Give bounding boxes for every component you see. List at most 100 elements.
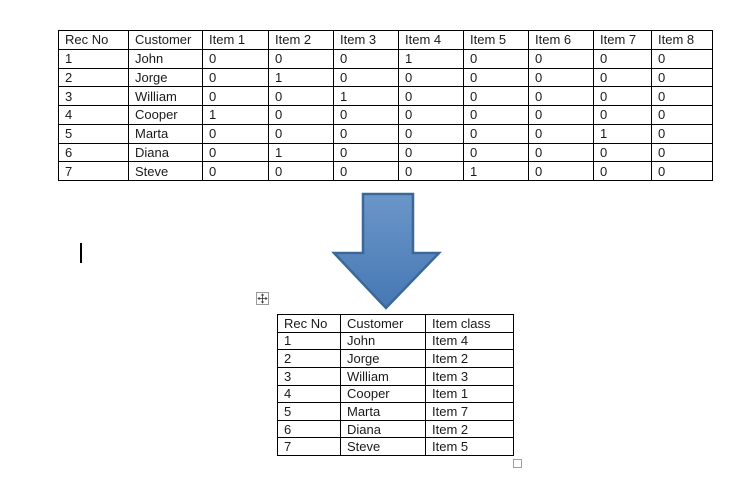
source-cell[interactable]: 1 [268,142,334,163]
result-cell[interactable]: William [340,366,426,386]
source-cell[interactable]: 1 [58,48,129,69]
source-cell[interactable]: 1 [593,123,652,144]
result-cell[interactable]: 1 [277,331,341,351]
source-cell[interactable]: 0 [398,142,464,163]
result-cell[interactable]: Diana [340,419,426,439]
source-cell[interactable]: 0 [463,142,529,163]
source-cell[interactable]: 6 [58,142,129,163]
source-cell[interactable]: Steve [128,161,203,181]
source-cell[interactable]: 0 [463,86,529,106]
source-cell[interactable]: 4 [58,105,129,125]
table-move-handle[interactable] [256,292,269,305]
source-cell[interactable]: 0 [463,123,529,144]
source-cell[interactable]: 0 [528,142,594,163]
source-header-cell[interactable]: Item 2 [268,30,334,50]
source-cell[interactable]: 1 [398,48,464,69]
source-cell[interactable]: 0 [268,161,334,181]
source-cell[interactable]: 5 [58,123,129,144]
source-cell[interactable]: Diana [128,142,203,163]
result-cell[interactable]: Item 5 [425,437,514,456]
result-cell[interactable]: 6 [277,419,341,439]
source-cell[interactable]: 0 [398,105,464,125]
source-cell[interactable]: 0 [333,105,399,125]
result-cell[interactable]: Item 2 [425,349,514,368]
source-cell[interactable]: 3 [58,86,129,106]
source-cell[interactable]: 0 [593,67,652,88]
source-cell[interactable]: 0 [528,123,594,144]
source-cell[interactable]: 0 [593,48,652,69]
result-cell[interactable]: Item 7 [425,402,514,421]
source-cell[interactable]: 1 [202,105,269,125]
source-cell[interactable]: 0 [202,123,269,144]
source-cell[interactable]: 0 [463,67,529,88]
source-cell[interactable]: 1 [268,67,334,88]
source-header-cell[interactable]: Item 4 [398,30,464,50]
source-cell[interactable]: 0 [651,142,713,163]
source-cell[interactable]: 0 [651,48,713,69]
result-cell[interactable]: Item 1 [425,384,514,404]
source-cell[interactable]: William [128,86,203,106]
source-cell[interactable]: 0 [651,67,713,88]
result-cell[interactable]: Item 2 [425,419,514,439]
source-cell[interactable]: 0 [333,123,399,144]
source-cell[interactable]: 0 [593,86,652,106]
source-cell[interactable]: 0 [593,161,652,181]
source-header-cell[interactable]: Item 5 [463,30,529,50]
source-header-cell[interactable]: Item 3 [333,30,399,50]
source-cell[interactable]: John [128,48,203,69]
result-cell[interactable]: Item 4 [425,331,514,351]
source-cell[interactable]: 7 [58,161,129,181]
source-cell[interactable]: 0 [202,86,269,106]
source-cell[interactable]: 2 [58,67,129,88]
source-cell[interactable]: Marta [128,123,203,144]
source-cell[interactable]: 0 [528,161,594,181]
source-cell[interactable]: 0 [202,67,269,88]
table-resize-handle[interactable] [513,459,522,468]
source-cell[interactable]: 0 [651,105,713,125]
result-cell[interactable]: Cooper [340,384,426,404]
source-cell[interactable]: 0 [333,142,399,163]
source-cell[interactable]: 0 [528,48,594,69]
source-cell[interactable]: 0 [593,105,652,125]
result-header-cell[interactable]: Customer [340,314,426,333]
source-header-cell[interactable]: Item 8 [651,30,713,50]
result-cell[interactable]: Steve [340,437,426,456]
source-header-cell[interactable]: Item 7 [593,30,652,50]
result-cell[interactable]: 5 [277,402,341,421]
result-cell[interactable]: 4 [277,384,341,404]
source-cell[interactable]: 1 [333,86,399,106]
result-cell[interactable]: 7 [277,437,341,456]
source-cell[interactable]: 0 [333,67,399,88]
source-header-cell[interactable]: Customer [128,30,203,50]
source-cell[interactable]: 0 [528,86,594,106]
source-cell[interactable]: 0 [398,86,464,106]
source-cell[interactable]: 0 [463,48,529,69]
source-cell[interactable]: 0 [651,123,713,144]
source-cell[interactable]: 0 [398,123,464,144]
result-cell[interactable]: John [340,331,426,351]
source-cell[interactable]: Jorge [128,67,203,88]
source-cell[interactable]: 0 [333,48,399,69]
source-cell[interactable]: 0 [268,105,334,125]
result-cell[interactable]: Jorge [340,349,426,368]
source-cell[interactable]: 0 [268,86,334,106]
source-cell[interactable]: 0 [268,48,334,69]
source-cell[interactable]: 0 [528,105,594,125]
source-header-cell[interactable]: Item 1 [202,30,269,50]
source-cell[interactable]: 0 [463,105,529,125]
source-cell[interactable]: 0 [333,161,399,181]
result-header-cell[interactable]: Item class [425,314,514,333]
source-cell[interactable]: 0 [202,142,269,163]
source-cell[interactable]: Cooper [128,105,203,125]
result-cell[interactable]: 3 [277,366,341,386]
source-cell[interactable]: 0 [651,161,713,181]
source-cell[interactable]: 0 [593,142,652,163]
source-cell[interactable]: 0 [202,161,269,181]
source-cell[interactable]: 1 [463,161,529,181]
source-header-cell[interactable]: Item 6 [528,30,594,50]
source-cell[interactable]: 0 [528,67,594,88]
source-cell[interactable]: 0 [268,123,334,144]
source-cell[interactable]: 0 [398,67,464,88]
source-cell[interactable]: 0 [651,86,713,106]
source-header-cell[interactable]: Rec No [58,30,129,50]
